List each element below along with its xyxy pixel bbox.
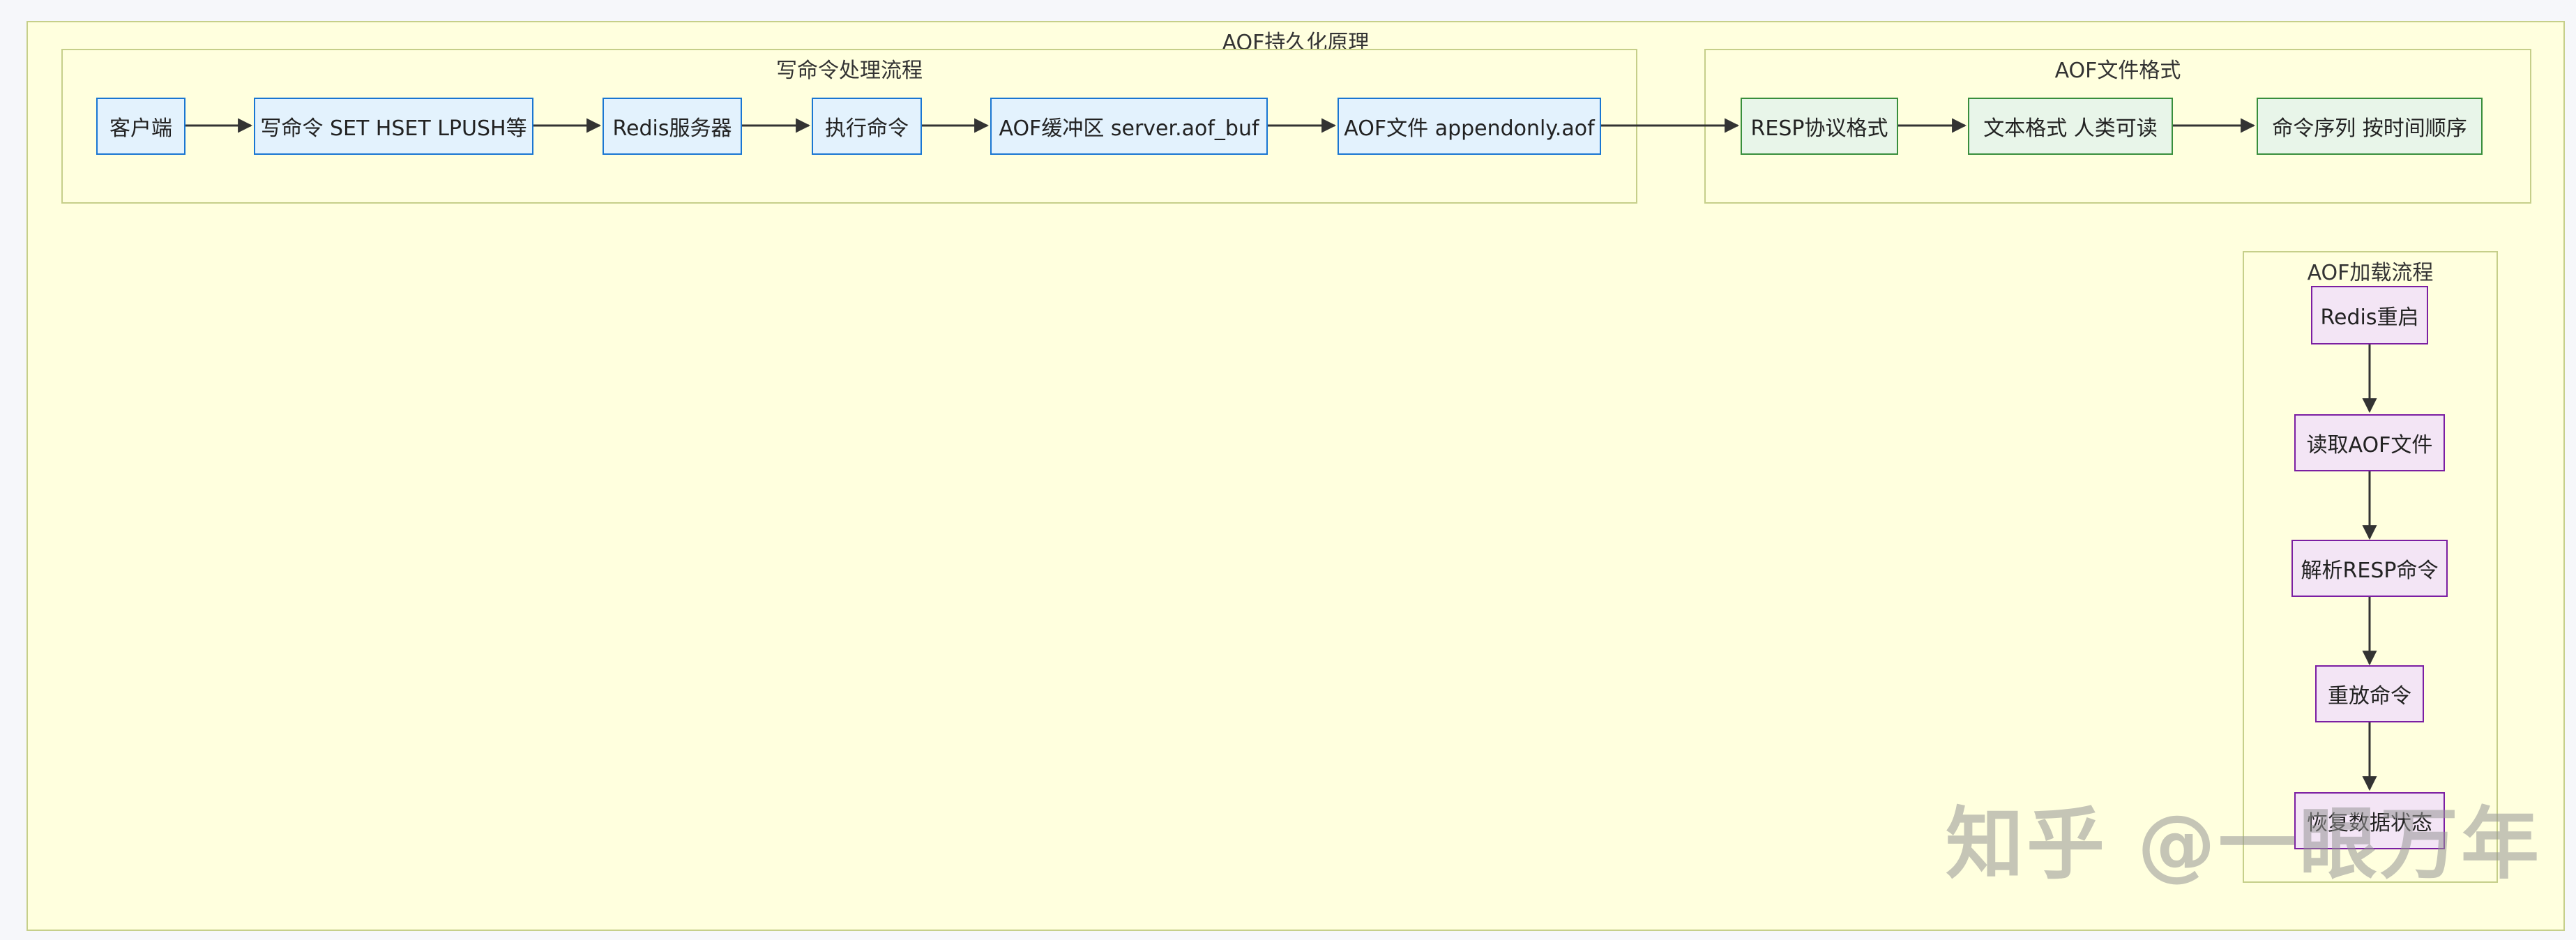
node-read-aof: 读取AOF文件 [2294,414,2445,471]
node-resp-format: RESP协议格式 [1741,98,1898,155]
node-text-format-label: 文本格式 人类可读 [1983,116,2158,141]
node-restore-state-label: 恢复数据状态 [2307,811,2432,835]
node-execute-command-label: 执行命令 [825,116,909,141]
node-parse-resp: 解析RESP命令 [2291,540,2448,597]
cluster-aof-load-title: AOF加载流程 [2307,261,2434,285]
node-redis-server: Redis服务器 [603,98,742,155]
node-write-command: 写命令 SET HSET LPUSH等 [254,98,533,155]
watermark-text: 知乎 @一眼万年 [1946,799,2542,890]
cluster-write-flow-title: 写命令处理流程 [776,59,923,83]
node-write-command-label: 写命令 SET HSET LPUSH等 [260,116,527,141]
node-execute-command: 执行命令 [812,98,922,155]
node-redis-restart: Redis重启 [2311,286,2428,344]
node-read-aof-label: 读取AOF文件 [2306,433,2433,457]
node-aof-buffer-label: AOF缓冲区 server.aof_buf [999,116,1259,141]
node-client-label: 客户端 [109,116,172,141]
node-command-sequence: 命令序列 按时间顺序 [2257,98,2483,155]
node-aof-file: AOF文件 appendonly.aof [1338,98,1601,155]
node-text-format: 文本格式 人类可读 [1968,98,2173,155]
node-replay-command-label: 重放命令 [2328,684,2411,708]
node-redis-restart-label: Redis重启 [2320,305,2419,330]
node-command-sequence-label: 命令序列 按时间顺序 [2272,116,2467,141]
node-replay-command: 重放命令 [2315,665,2424,722]
node-resp-format-label: RESP协议格式 [1750,116,1888,141]
node-restore-state: 恢复数据状态 [2294,792,2445,849]
node-aof-file-label: AOF文件 appendonly.aof [1344,116,1595,141]
node-parse-resp-label: 解析RESP命令 [2301,559,2439,583]
node-client: 客户端 [96,98,185,155]
cluster-aof-format-title: AOF文件格式 [2054,59,2181,83]
node-aof-buffer: AOF缓冲区 server.aof_buf [990,98,1268,155]
node-redis-server-label: Redis服务器 [612,116,732,141]
